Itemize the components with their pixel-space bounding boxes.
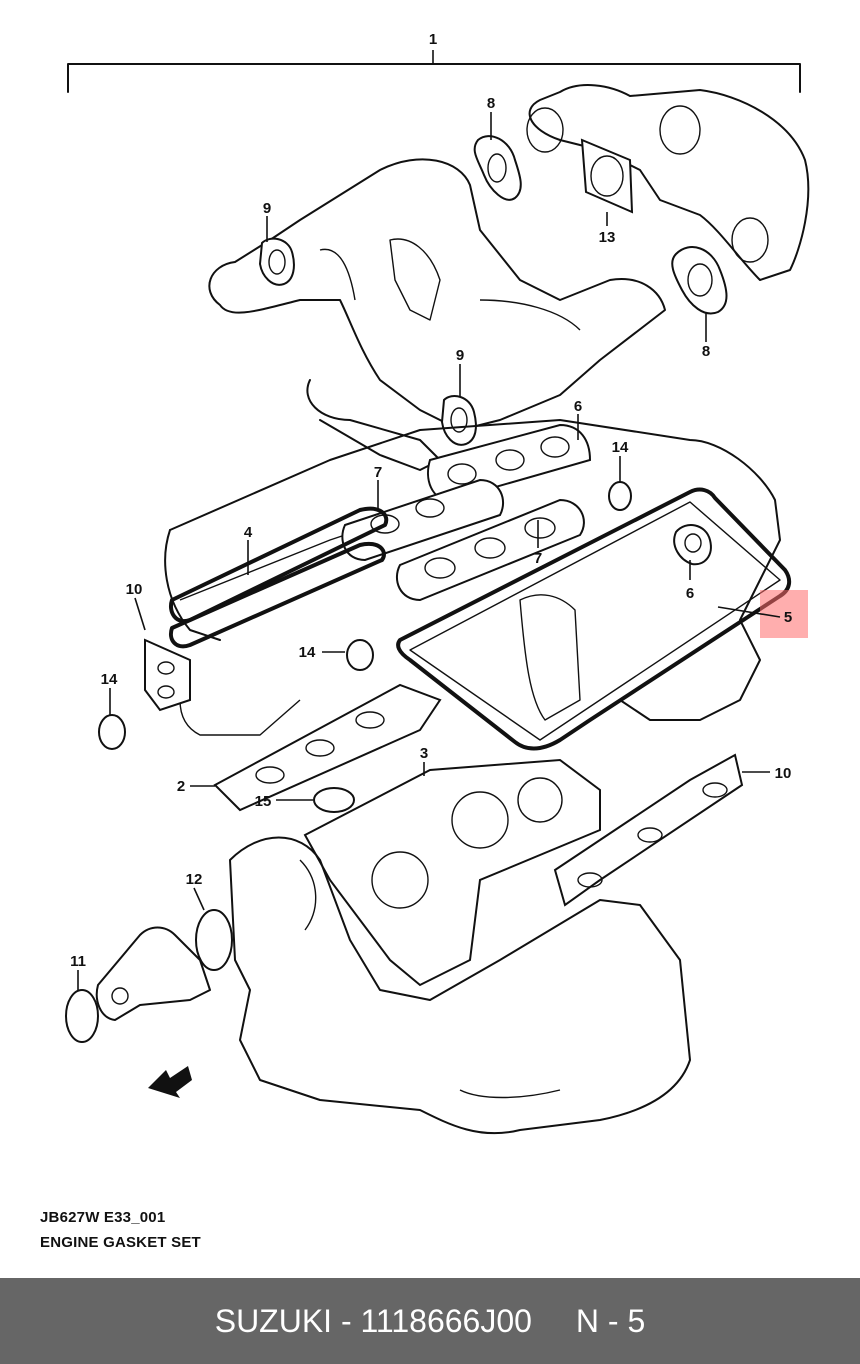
o-ring-14-middle (346, 639, 374, 671)
gasket-5-valve-cover (396, 487, 792, 751)
footer-bar: SUZUKI - 1118666J00 N - 5 (0, 1278, 860, 1364)
intake-manifold-drawing (208, 84, 810, 471)
highlight-box (760, 590, 808, 638)
callout-1: 1 (429, 31, 437, 48)
footer-position: N - 5 (575, 1302, 646, 1339)
callout-13: 13 (599, 229, 616, 246)
gasket-10-right (553, 753, 744, 907)
callout-8-right: 8 (702, 343, 710, 360)
set-bracket (67, 50, 801, 93)
gasket-10-left (144, 638, 191, 712)
o-ring-14-top (608, 481, 632, 511)
callout-7-left: 7 (374, 464, 382, 481)
callout-9-middle: 9 (456, 347, 464, 364)
diagram-title: ENGINE GASKET SET (40, 1234, 201, 1251)
callout-10-left: 10 (126, 581, 143, 598)
callout-8-top: 8 (487, 95, 495, 112)
diagram-code: JB627W E33_001 (40, 1209, 166, 1226)
gasket-13 (580, 138, 634, 214)
front-arrow-icon (148, 1066, 192, 1098)
gasket-6-intake (427, 423, 592, 502)
water-pump-drawing (95, 926, 211, 1021)
callout-10-right: 10 (775, 765, 792, 782)
callout-14-middle: 14 (299, 644, 316, 661)
gasket-8-top (473, 135, 522, 201)
gasket-3-head (303, 758, 601, 987)
gasket-7-right (395, 498, 585, 602)
gasket-4-valve-cover (169, 506, 389, 649)
callout-7-right: 7 (534, 550, 542, 567)
gasket-9-top (258, 237, 295, 286)
callout-15: 15 (255, 793, 272, 810)
callout-4: 4 (244, 524, 253, 541)
o-ring-11 (65, 989, 99, 1043)
callout-14-top: 14 (612, 439, 629, 456)
gasket-6-small (673, 524, 712, 566)
callout-6-top: 6 (574, 398, 582, 415)
callout-9-top: 9 (263, 200, 271, 217)
callout-5: 5 (784, 609, 792, 626)
callout-2: 2 (177, 778, 185, 795)
engine-block-drawing (229, 836, 691, 1135)
o-ring-12 (195, 909, 233, 971)
callout-6-small: 6 (686, 585, 694, 602)
o-ring-14-left (98, 714, 126, 750)
gasket-2-head (213, 683, 442, 812)
leader-lines (77, 112, 781, 990)
footer-brand-part: SUZUKI - 1118666J00 (214, 1302, 532, 1339)
callout-12: 12 (186, 871, 203, 888)
callout-14-left: 14 (101, 671, 118, 688)
callout-labels: 1 8 13 9 8 9 6 14 7 4 7 6 5 10 14 14 10 … (70, 31, 792, 970)
callout-3: 3 (420, 745, 428, 762)
exploded-gasket-diagram: 1 8 13 9 8 9 6 14 7 4 7 6 5 10 14 14 10 … (65, 31, 810, 1135)
o-ring-15 (313, 787, 355, 813)
gasket-8-right (671, 246, 728, 315)
gasket-9-middle (440, 395, 477, 446)
callout-11: 11 (70, 953, 86, 970)
